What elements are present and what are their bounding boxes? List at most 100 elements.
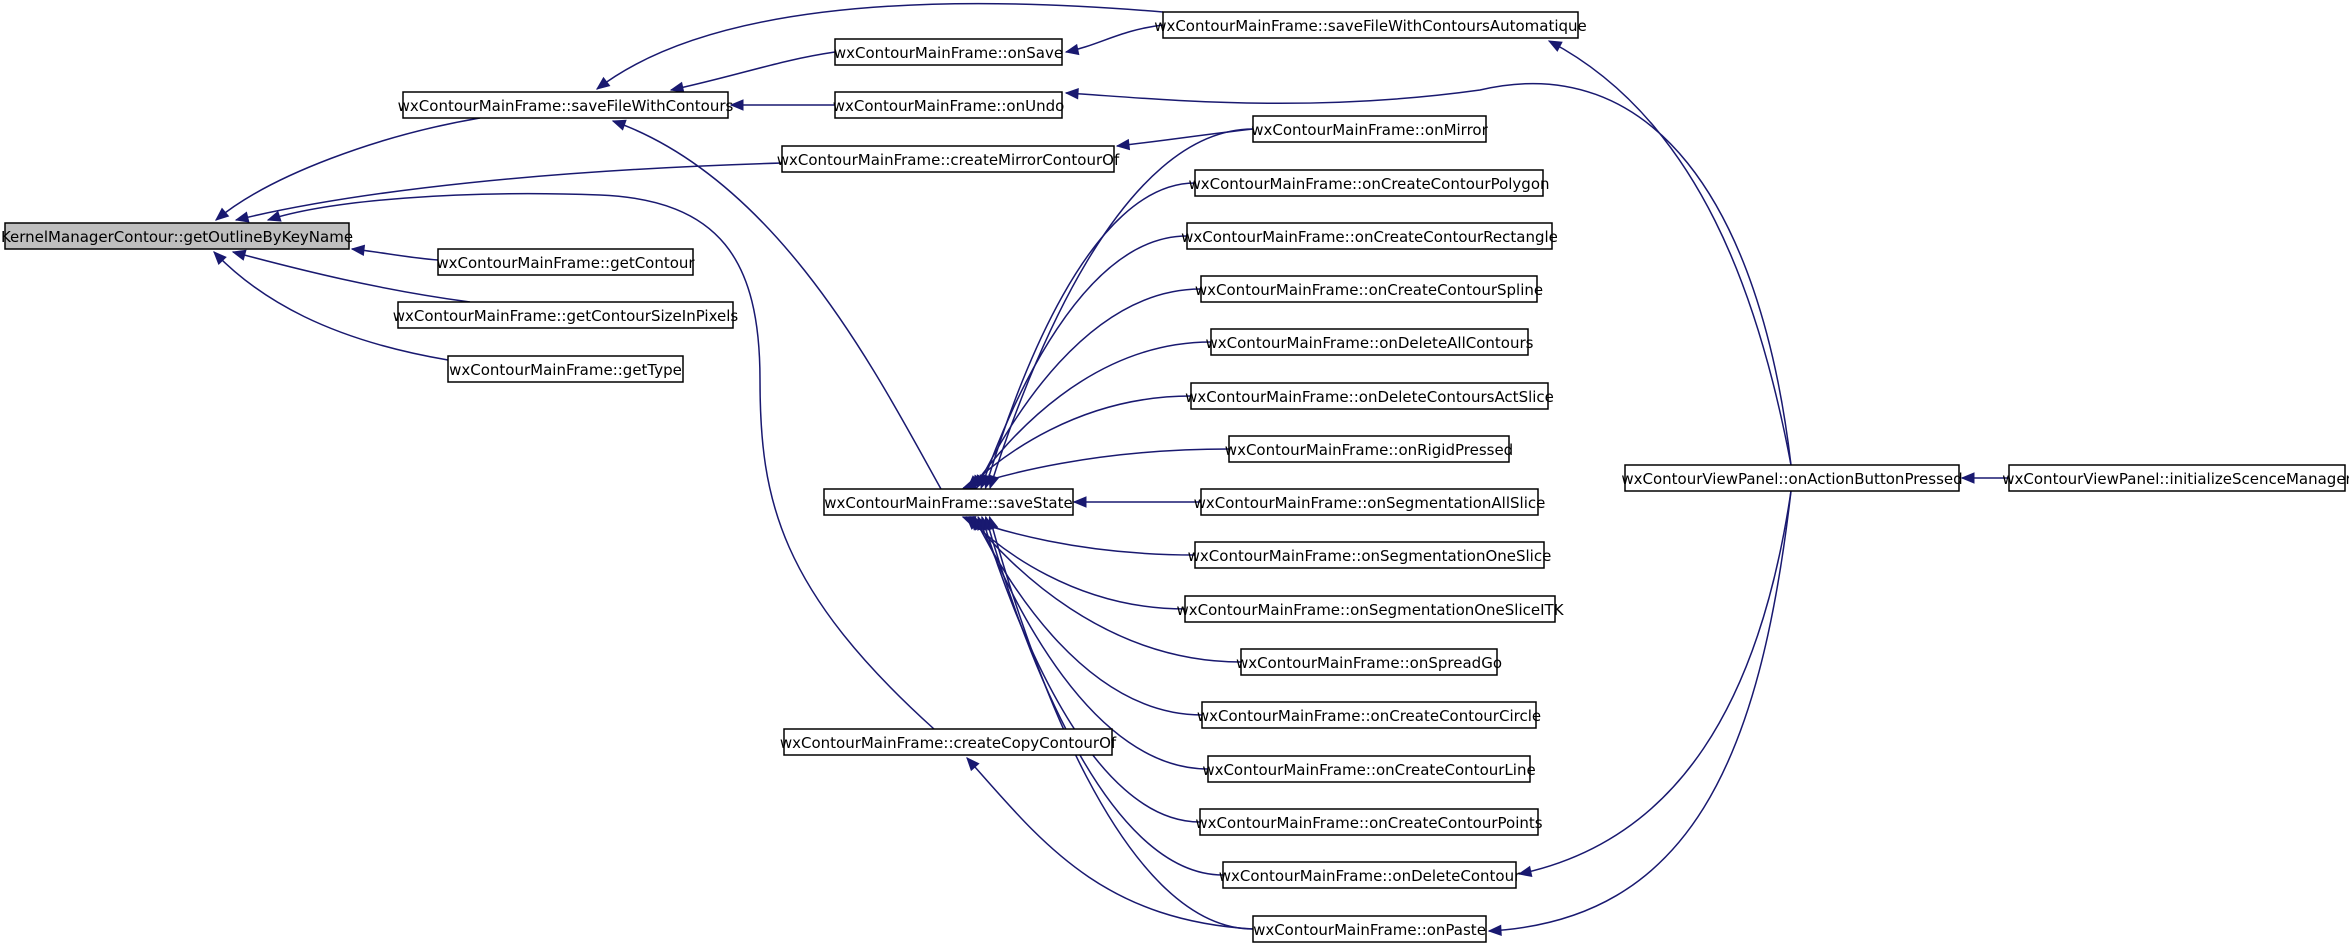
edge-line	[975, 288, 1202, 489]
edge-onActionButtonPressed-to-onPaste	[1487, 490, 1792, 937]
node-onCreateContourLine[interactable]: wxContourMainFrame::onCreateContourLine	[1202, 755, 1536, 783]
node-label: wxContourMainFrame::onSegmentationOneSli…	[1176, 601, 1564, 619]
node-box[interactable]	[1194, 541, 1545, 569]
node-box[interactable]	[781, 145, 1115, 173]
node-onRigidPressed[interactable]: wxContourMainFrame::onRigidPressed	[1225, 435, 1513, 463]
arrowhead-icon	[595, 76, 611, 90]
node-box[interactable]	[1162, 11, 1579, 39]
edge-line	[1488, 490, 1792, 932]
node-box[interactable]	[834, 38, 1063, 66]
node-onCreateContourPoints[interactable]: wxContourMainFrame::onCreateContourPoint…	[1195, 808, 1543, 836]
nodes-layer: KernelManagerContour::getOutlineByKeyNam…	[1, 11, 2349, 943]
node-saveState[interactable]: wxContourMainFrame::saveState	[823, 488, 1074, 516]
node-onSegmentationAllSlice[interactable]: wxContourMainFrame::onSegmentationAllSli…	[1194, 488, 1546, 516]
node-box[interactable]	[1200, 488, 1539, 516]
node-label: wxContourMainFrame::onSpreadGo	[1236, 654, 1502, 672]
arrowhead-icon	[1064, 88, 1079, 100]
edge-onActionButtonPressed-to-onUndo	[1064, 82, 1792, 466]
edges-layer	[213, 2, 2009, 937]
node-root[interactable]: KernelManagerContour::getOutlineByKeyNam…	[1, 222, 353, 250]
edge-line	[988, 516, 1254, 930]
node-box[interactable]	[1624, 464, 1960, 492]
node-box[interactable]	[1186, 222, 1553, 250]
edge-line	[966, 757, 1254, 930]
node-getContour[interactable]: wxContourMainFrame::getContour	[436, 248, 695, 276]
node-createCopyContourOf[interactable]: wxContourMainFrame::createCopyContourOf	[780, 728, 1117, 756]
node-box[interactable]	[823, 488, 1074, 516]
node-box[interactable]	[834, 91, 1063, 119]
node-onMirror[interactable]: wxContourMainFrame::onMirror	[1251, 115, 1489, 143]
node-label: wxContourMainFrame::getContourSizeInPixe…	[393, 307, 739, 325]
edge-line	[973, 516, 1203, 716]
node-box[interactable]	[397, 301, 734, 329]
node-label: wxContourMainFrame::getType	[449, 361, 682, 379]
arrowhead-icon	[1072, 496, 1087, 508]
arrowhead-icon	[729, 99, 744, 111]
edge-saveState-to-saveFileWithContours	[611, 119, 942, 490]
edge-line	[215, 117, 481, 221]
node-onCreateContourCircle[interactable]: wxContourMainFrame::onCreateContourCircl…	[1197, 701, 1541, 729]
edge-getContour-to-root	[350, 244, 439, 261]
arrowhead-icon	[987, 515, 999, 531]
node-box[interactable]	[437, 248, 694, 276]
node-box[interactable]	[1194, 169, 1544, 197]
node-onSegmentationOneSliceITK[interactable]: wxContourMainFrame::onSegmentationOneSli…	[1176, 595, 1565, 623]
node-box[interactable]	[447, 355, 684, 383]
node-box[interactable]	[1252, 115, 1487, 143]
node-onSegmentationOneSlice[interactable]: wxContourMainFrame::onSegmentationOneSli…	[1188, 541, 1552, 569]
edge-getType-to-root	[213, 251, 449, 361]
node-saveFileWithContours[interactable]: wxContourMainFrame::saveFileWithContours	[398, 91, 734, 119]
node-getContourSizeInPixels[interactable]: wxContourMainFrame::getContourSizeInPixe…	[393, 301, 739, 329]
node-onPaste[interactable]: wxContourMainFrame::onPaste	[1252, 915, 1487, 943]
node-box[interactable]	[402, 91, 729, 119]
arrowhead-icon	[1517, 865, 1533, 878]
node-label: wxContourMainFrame::onPaste	[1253, 921, 1486, 939]
node-createMirrorContourOf[interactable]: wxContourMainFrame::createMirrorContourO…	[777, 145, 1120, 173]
arrowhead-icon	[669, 81, 685, 93]
node-onCreateContourPolygon[interactable]: wxContourMainFrame::onCreateContourPolyg…	[1188, 169, 1550, 197]
node-getType[interactable]: wxContourMainFrame::getType	[447, 355, 684, 383]
node-label: wxContourViewPanel::onActionButtonPresse…	[1621, 470, 1962, 488]
edge-onCreateContourCircle-to-saveState	[973, 515, 1203, 716]
edge-onPaste-to-createCopyContourOf	[966, 757, 1254, 930]
edge-onDeleteAllContours-to-saveState	[971, 341, 1212, 490]
node-box[interactable]	[1210, 328, 1529, 356]
edge-onUndo-to-saveFileWithContours	[729, 99, 836, 111]
node-box[interactable]	[1240, 648, 1498, 676]
node-box[interactable]	[1252, 915, 1487, 943]
node-onCreateContourSpline[interactable]: wxContourMainFrame::onCreateContourSplin…	[1195, 275, 1543, 303]
node-box[interactable]	[1228, 435, 1510, 463]
arrowhead-icon	[611, 119, 627, 131]
edge-onSegmentationAllSlice-to-saveState	[1072, 496, 1201, 508]
node-box[interactable]	[1199, 808, 1539, 836]
arrowhead-icon	[215, 207, 230, 221]
edge-onRigidPressed-to-saveState	[962, 448, 1230, 490]
node-onSpreadGo[interactable]: wxContourMainFrame::onSpreadGo	[1236, 648, 1502, 676]
node-box[interactable]	[2008, 464, 2346, 492]
node-box[interactable]	[1190, 382, 1549, 410]
edge-line	[971, 341, 1212, 489]
node-box[interactable]	[783, 728, 1113, 756]
node-onActionButtonPressed[interactable]: wxContourViewPanel::onActionButtonPresse…	[1621, 464, 1963, 492]
arrowhead-icon	[1487, 924, 1502, 937]
node-box[interactable]	[1222, 861, 1517, 889]
arrowhead-icon	[234, 211, 250, 223]
node-onDeleteAllContours[interactable]: wxContourMainFrame::onDeleteAllContours	[1206, 328, 1534, 356]
node-onSave[interactable]: wxContourMainFrame::onSave	[834, 38, 1063, 66]
node-initializeScenceManager[interactable]: wxContourViewPanel::initializeScenceMana…	[2002, 464, 2349, 492]
node-onDeleteContoursActSlice[interactable]: wxContourMainFrame::onDeleteContoursActS…	[1185, 382, 1554, 410]
arrowhead-icon	[1960, 472, 1975, 484]
node-onDeleteContour[interactable]: wxContourMainFrame::onDeleteContour	[1219, 861, 1521, 889]
node-box[interactable]	[1207, 755, 1531, 783]
node-box[interactable]	[1201, 701, 1537, 729]
node-box[interactable]	[1200, 275, 1538, 303]
edge-initializeScenceManager-to-onActionButtonPressed	[1960, 472, 2009, 484]
node-box[interactable]	[1184, 595, 1556, 623]
edge-line	[981, 516, 1201, 823]
edge-saveFileWithContours-to-root	[215, 117, 481, 221]
node-saveFileWithContoursAutomatique[interactable]: wxContourMainFrame::saveFileWithContours…	[1154, 11, 1587, 39]
node-onUndo[interactable]: wxContourMainFrame::onUndo	[833, 91, 1065, 119]
node-box[interactable]	[4, 222, 350, 250]
node-onCreateContourRectangle[interactable]: wxContourMainFrame::onCreateContourRecta…	[1181, 222, 1558, 250]
edge-line	[235, 162, 783, 221]
